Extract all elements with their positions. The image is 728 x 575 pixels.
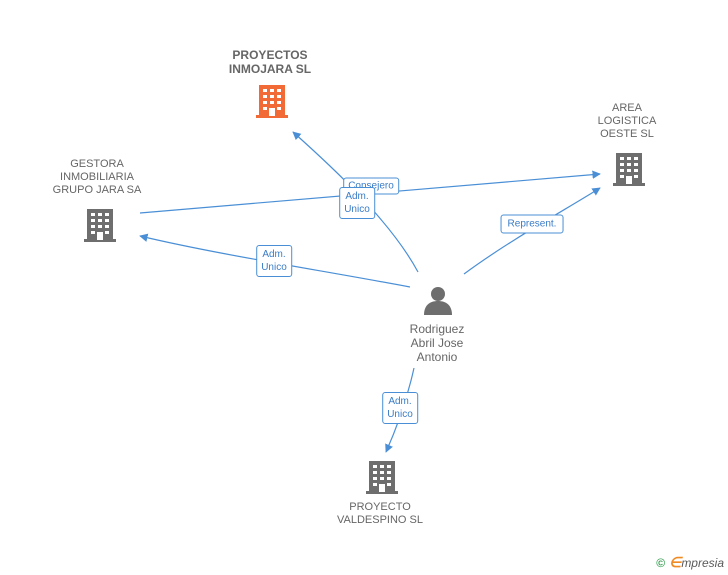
- building-icon-area: [613, 153, 645, 186]
- edge-label-represent: Represent.: [500, 214, 564, 234]
- copyright-icon: ©: [656, 556, 666, 570]
- edge-label-adm-unico-proyectos: Adm. Unico: [339, 187, 375, 219]
- edge-label-adm-unico-gestora: Adm. Unico: [256, 245, 292, 277]
- building-icon-valdespino: [366, 461, 398, 494]
- brand-watermark: ©∈mpresia: [656, 554, 724, 571]
- node-label-gestora[interactable]: GESTORA INMOBILIARIA GRUPO JARA SA: [52, 158, 142, 196]
- building-icon-proyectos: [256, 85, 288, 118]
- brand-name: mpresia: [681, 556, 724, 570]
- building-icon-gestora: [84, 209, 116, 242]
- node-label-proyectos[interactable]: PROYECTOS INMOJARA SL: [228, 48, 312, 76]
- edge-label-adm-unico-valdespino: Adm. Unico: [382, 392, 418, 424]
- node-label-area[interactable]: AREA LOGISTICA OESTE SL: [597, 102, 657, 140]
- person-icon: [424, 287, 452, 315]
- node-label-valdespino[interactable]: PROYECTO VALDESPINO SL: [337, 501, 423, 526]
- brand-logo-icon: ∈: [669, 554, 682, 570]
- node-label-person[interactable]: Rodriguez Abril Jose Antonio: [409, 322, 465, 364]
